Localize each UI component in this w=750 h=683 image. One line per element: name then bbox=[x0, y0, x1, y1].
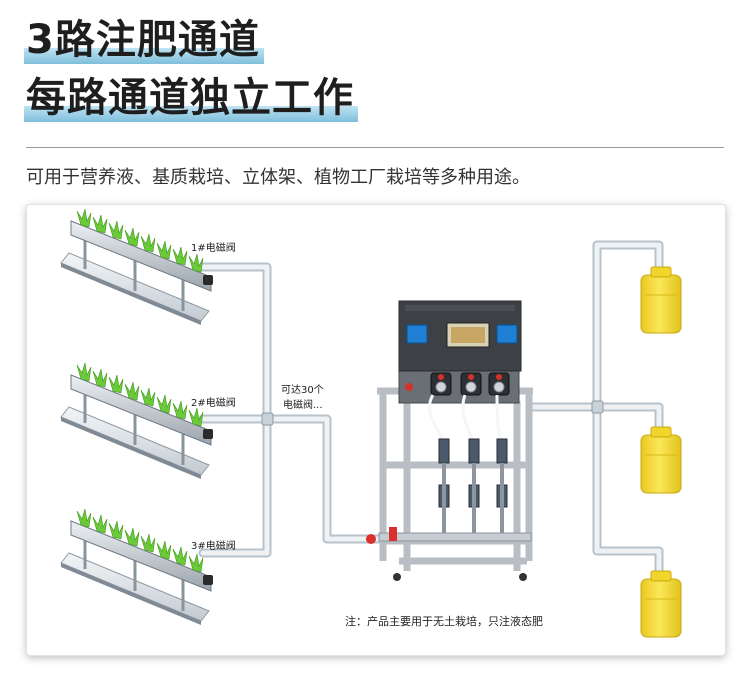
headline-line-1: 3路注肥通道 bbox=[24, 14, 264, 66]
plant-rack-icon bbox=[59, 507, 215, 627]
valve-label-3: 3#电磁阀 bbox=[191, 541, 236, 552]
headline-text-1: 3路注肥通道 bbox=[26, 17, 260, 63]
headline-highlight bbox=[24, 106, 358, 122]
valve-label-2: 2#电磁阀 bbox=[191, 398, 236, 409]
headline-highlight bbox=[24, 48, 264, 64]
plant-rack-icon bbox=[59, 207, 215, 327]
plant-rack-icon bbox=[59, 361, 215, 481]
subtitle: 可用于营养液、基质栽培、立体架、植物工厂栽培等多种用途。 bbox=[26, 167, 530, 188]
pipe-network-inner bbox=[200, 242, 662, 574]
pipe-tee-icon bbox=[261, 400, 604, 426]
expand-note: 可达30个 bbox=[281, 385, 324, 396]
system-diagram bbox=[59, 207, 682, 638]
diagram-card: 1#电磁阀 2#电磁阀 3#电磁阀 可达30个 电磁阀... 注：产品主要用于无… bbox=[26, 204, 726, 656]
fertilizer-tank-icon bbox=[640, 426, 682, 494]
headline-text-2: 每路通道独立工作 bbox=[26, 75, 354, 121]
expand-note-2: 电磁阀... bbox=[283, 400, 323, 411]
divider bbox=[26, 147, 724, 148]
fertilizer-tank-icon bbox=[640, 570, 682, 638]
fertigation-machine-icon bbox=[366, 300, 533, 581]
fertilizer-tank-icon bbox=[640, 266, 682, 334]
headline-line-2: 每路通道独立工作 bbox=[24, 72, 358, 124]
valve-label-1: 1#电磁阀 bbox=[191, 243, 236, 254]
footnote: 注：产品主要用于无土栽培，只注液态肥 bbox=[345, 615, 543, 628]
